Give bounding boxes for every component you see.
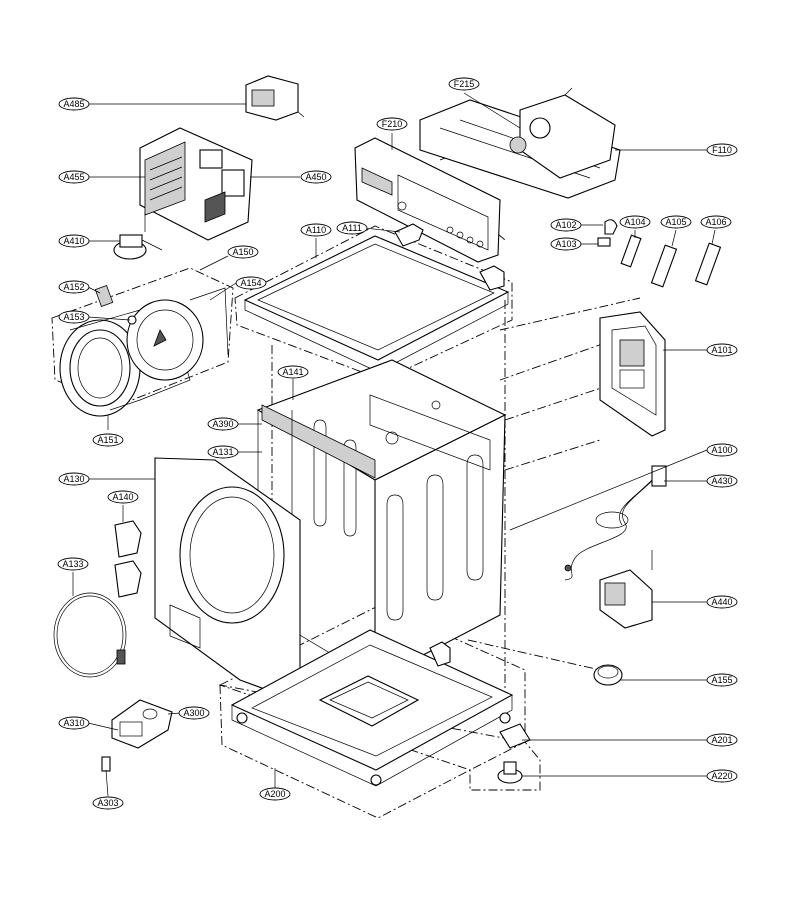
svg-text:A140: A140 (112, 492, 133, 502)
svg-text:A106: A106 (705, 217, 726, 227)
svg-text:A104: A104 (624, 217, 645, 227)
svg-text:F210: F210 (382, 119, 403, 129)
front-panel (154, 457, 301, 703)
label-a455: A455 (58, 170, 90, 184)
label-f210: F210 (376, 117, 408, 131)
svg-text:A110: A110 (306, 225, 326, 235)
label-a151: A151 (92, 433, 124, 447)
label-a103: A103 (550, 237, 582, 251)
svg-text:A430: A430 (711, 476, 732, 486)
svg-text:A152: A152 (63, 282, 84, 292)
label-a111: A111 (336, 221, 368, 235)
base-feet (497, 723, 531, 784)
label-a105: A105 (660, 215, 692, 229)
label-a300: A300 (178, 706, 210, 720)
label-a430: A430 (706, 474, 738, 488)
label-a410: A410 (58, 234, 90, 248)
label-a390: A390 (207, 417, 239, 431)
svg-text:F215: F215 (454, 79, 475, 89)
drain-cap (593, 664, 623, 686)
top-cover (243, 223, 510, 373)
label-a141: A141 (277, 365, 309, 379)
cabinet-body (256, 359, 507, 681)
svg-text:A133: A133 (62, 559, 83, 569)
label-a110: A110 (300, 223, 332, 237)
label-a106: A106 (700, 215, 732, 229)
leader-lines (72, 92, 716, 797)
label-a102: A102 (550, 218, 582, 232)
svg-text:A151: A151 (97, 435, 118, 445)
label-a131: A131 (207, 445, 239, 459)
svg-text:A200: A200 (264, 789, 285, 799)
pcb-display-module (245, 75, 305, 121)
tub-front-gasket (59, 284, 229, 417)
label-f215: F215 (448, 77, 480, 91)
svg-text:A154: A154 (240, 278, 261, 288)
svg-text:A103: A103 (555, 239, 576, 249)
svg-text:A300: A300 (183, 708, 204, 718)
label-a140: A140 (107, 490, 139, 504)
detergent-dispenser-box (419, 87, 621, 199)
svg-text:A100: A100 (711, 445, 732, 455)
label-a310: A310 (58, 716, 90, 730)
svg-text:A455: A455 (63, 172, 84, 182)
svg-text:A201: A201 (711, 735, 732, 745)
svg-text:A450: A450 (305, 172, 326, 182)
svg-text:A150: A150 (232, 247, 253, 257)
label-a200: A200 (259, 787, 291, 801)
svg-text:A440: A440 (711, 597, 732, 607)
svg-text:A153: A153 (63, 312, 84, 322)
drain-pump-cover (101, 699, 173, 772)
label-a440: A440 (706, 595, 738, 609)
label-a133: A133 (57, 557, 89, 571)
label-a100: A100 (706, 443, 738, 457)
label-a450: A450 (300, 170, 332, 184)
svg-text:A101: A101 (711, 345, 732, 355)
label-a104: A104 (619, 215, 651, 229)
svg-text:A485: A485 (63, 99, 84, 109)
label-a155: A155 (706, 673, 738, 687)
door-clamp-ring (53, 592, 127, 678)
svg-text:A130: A130 (63, 474, 84, 484)
label-a220: A220 (706, 769, 738, 783)
control-panel-fascia (354, 137, 501, 263)
label-a101: A101 (706, 343, 738, 357)
shock-absorbers (620, 234, 722, 288)
svg-text:A410: A410 (63, 236, 84, 246)
svg-text:A220: A220 (711, 771, 732, 781)
label-a153: A153 (58, 310, 90, 324)
svg-text:A102: A102 (555, 220, 576, 230)
svg-text:A390: A390 (212, 419, 233, 429)
door-hinge (114, 520, 142, 598)
label-a150: A150 (227, 245, 259, 259)
thermistor-parts (597, 219, 618, 247)
label-a152: A152 (58, 280, 90, 294)
pressure-switch (113, 213, 163, 260)
label-a154: A154 (235, 276, 267, 290)
door-lock-switch (599, 550, 653, 629)
rear-panel-cover (599, 311, 666, 437)
label-a130: A130 (58, 472, 90, 486)
svg-text:A141: A141 (282, 367, 303, 377)
svg-text:A105: A105 (665, 217, 686, 227)
main-pcb-assembly (139, 127, 253, 241)
callout-labels: A485 A455 A450 A410 A150 A152 A154 A153 … (57, 77, 738, 810)
label-f110: F110 (706, 143, 738, 157)
power-cord (564, 465, 667, 581)
svg-text:A131: A131 (212, 447, 233, 457)
svg-text:A310: A310 (63, 718, 84, 728)
base-frame (230, 629, 514, 787)
svg-text:A303: A303 (97, 798, 118, 808)
svg-text:A155: A155 (711, 675, 732, 685)
label-a201: A201 (706, 733, 738, 747)
svg-text:A111: A111 (342, 223, 362, 233)
svg-text:F110: F110 (712, 145, 732, 155)
label-a485: A485 (58, 97, 90, 111)
label-a303: A303 (92, 796, 124, 810)
